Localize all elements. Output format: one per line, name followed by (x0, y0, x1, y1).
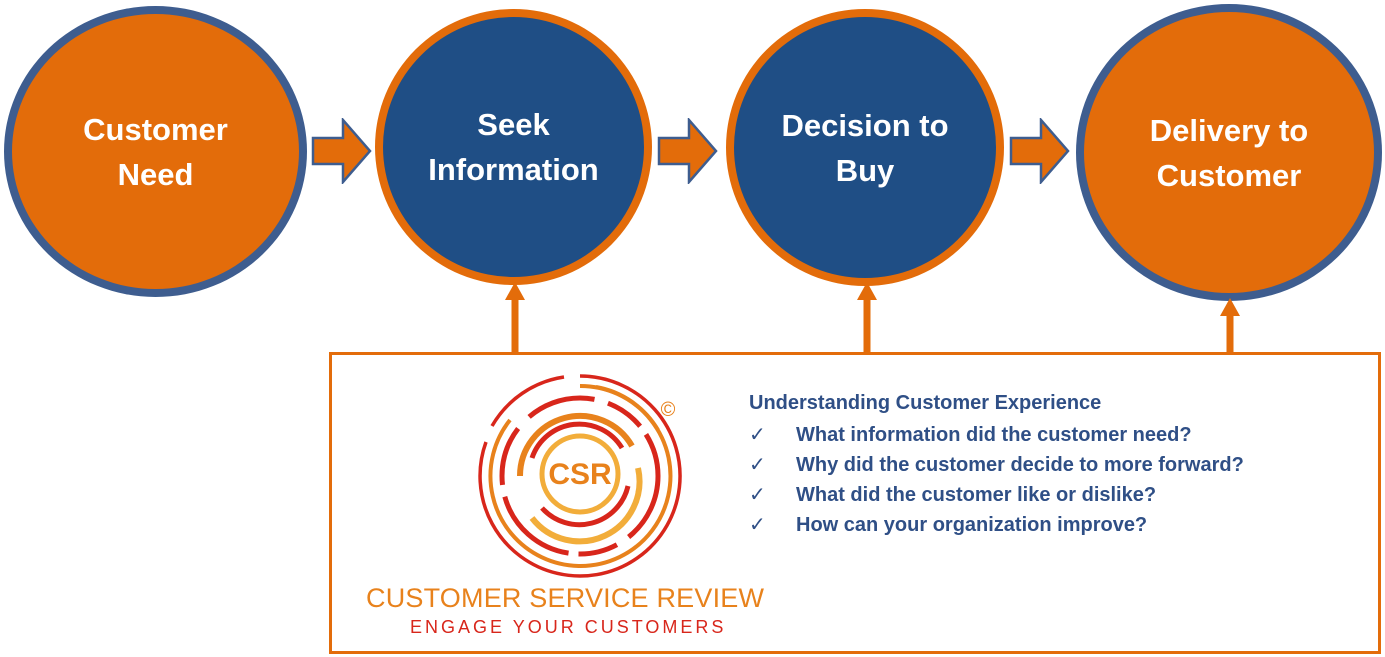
up-arrow-icon (857, 282, 877, 354)
stage-label-line1: Decision to (781, 107, 949, 143)
stage-label-line2: Need (117, 156, 194, 192)
list-item: ✓ Why did the customer decide to more for… (749, 450, 1244, 480)
brand-tagline: ENGAGE YOUR CUSTOMERS (410, 617, 727, 637)
stage-decision-to-buy: Decision to Buy (726, 9, 1004, 286)
copyright-icon: © (661, 399, 676, 421)
feedback-heading: Understanding Customer Experience (749, 392, 1102, 414)
list-item: ✓ What information did the customer need? (749, 420, 1244, 450)
checkmark-icon: ✓ (749, 514, 766, 536)
stage-label-line2: Information (428, 152, 599, 187)
question-list: ✓ What information did the customer need?… (749, 420, 1244, 540)
list-item: ✓ How can your organization improve? (749, 510, 1244, 540)
stage-label-line2: Buy (835, 152, 895, 188)
stage-label-line1: Customer (83, 111, 228, 147)
list-item: ✓ What did the customer like or dislike? (749, 480, 1244, 510)
question-text: What information did the customer need? (796, 424, 1192, 446)
up-arrow-icon (1220, 298, 1240, 354)
question-text: How can your organization improve? (796, 514, 1148, 536)
stage-seek-information: Seek Information (375, 9, 652, 285)
checkmark-icon: ✓ (749, 424, 766, 446)
up-arrow-icon (505, 282, 525, 354)
question-text: Why did the customer decide to more forw… (796, 454, 1244, 476)
logo-text: CSR (548, 458, 612, 491)
question-text: What did the customer like or dislike? (796, 484, 1157, 506)
checkmark-icon: ✓ (749, 484, 766, 506)
flow-arrow-icon (311, 118, 372, 184)
feedback-content: Understanding Customer Experience ✓ What … (749, 390, 1244, 540)
csr-logo: CSR © (478, 374, 682, 578)
stage-delivery-to-customer: Delivery to Customer (1076, 4, 1382, 301)
stage-label-line1: Delivery to (1149, 112, 1309, 148)
stage-label-line1: Seek (477, 107, 550, 142)
checkmark-icon: ✓ (749, 454, 766, 476)
flow-arrow-icon (1009, 118, 1070, 184)
flow-arrow-icon (657, 118, 718, 184)
brand-name: CUSTOMER SERVICE REVIEW (366, 583, 765, 613)
stage-label-line2: Customer (1156, 157, 1302, 193)
stage-customer-need: Customer Need (4, 6, 307, 297)
